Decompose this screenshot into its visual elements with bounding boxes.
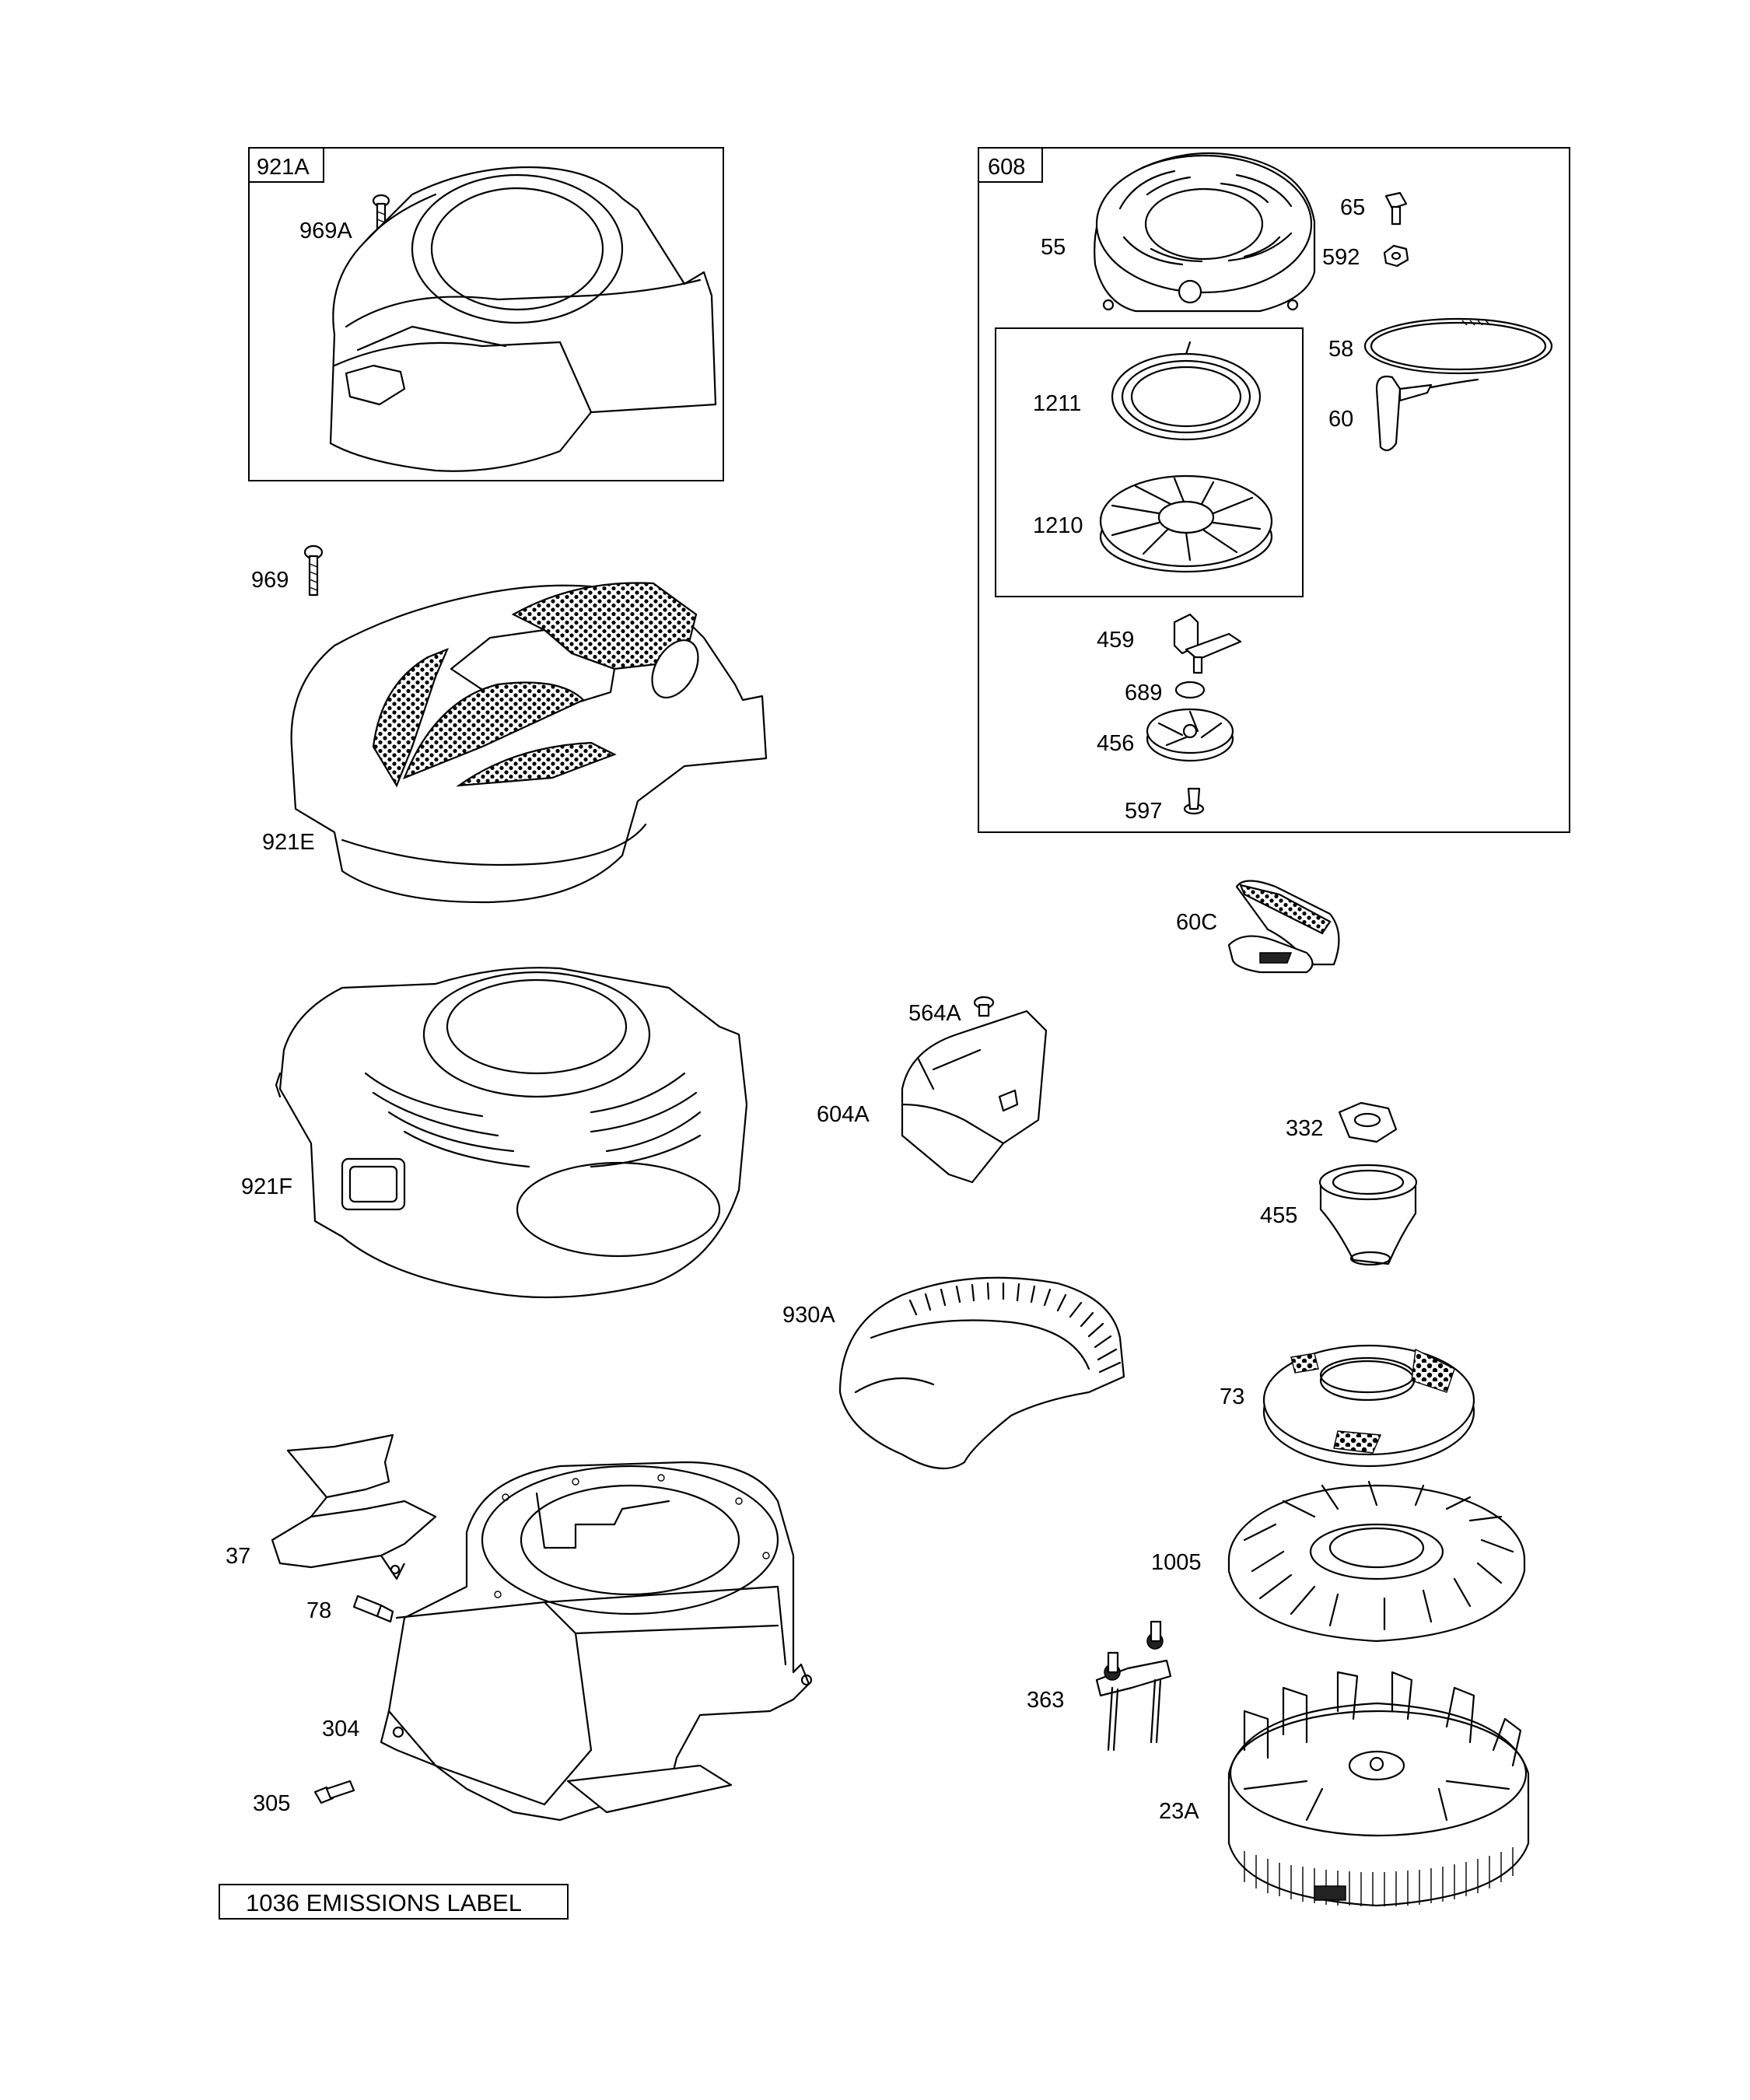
label-363: 363 [1027, 1688, 1064, 1713]
box-608: 608 [978, 147, 1570, 833]
retainer-456[interactable] [1146, 708, 1234, 762]
label-969A: 969A [299, 219, 352, 243]
fan-1005[interactable] [1227, 1480, 1526, 1643]
label-604A: 604A [817, 1102, 870, 1127]
bracket-363[interactable] [1095, 1620, 1172, 1752]
rope-58[interactable] [1363, 317, 1553, 375]
deflector-37[interactable] [271, 1433, 437, 1580]
bolt-65[interactable] [1384, 191, 1408, 226]
label-1211: 1211 [1033, 391, 1081, 416]
screw-597[interactable] [1183, 787, 1205, 815]
label-65: 65 [1340, 195, 1365, 220]
label-456: 456 [1097, 731, 1134, 756]
cup-455[interactable] [1318, 1164, 1418, 1266]
screen-930A[interactable] [838, 1276, 1125, 1470]
pawl-459[interactable] [1173, 613, 1242, 674]
handle-60C[interactable] [1227, 880, 1340, 974]
starter-housing-55[interactable] [1094, 152, 1316, 313]
emissions-label-box: 1036 EMISSIONS LABEL [219, 1884, 569, 1920]
label-921E: 921E [262, 830, 315, 855]
label-23A: 23A [1159, 1799, 1199, 1824]
label-592: 592 [1322, 245, 1360, 270]
box-label-608: 608 [988, 155, 1025, 180]
flywheel-23A[interactable] [1227, 1671, 1530, 1907]
label-37: 37 [226, 1544, 250, 1569]
label-930A: 930A [782, 1303, 835, 1328]
blower-housing-921F[interactable] [275, 967, 748, 1299]
emissions-label-text: 1036 EMISSIONS LABEL [246, 1889, 522, 1916]
fan-retainer-73[interactable] [1262, 1344, 1475, 1468]
screw-564A[interactable] [973, 996, 995, 1017]
label-597: 597 [1125, 799, 1162, 824]
nut-592[interactable] [1383, 244, 1409, 268]
label-564A: 564A [908, 1001, 961, 1026]
nut-332[interactable] [1338, 1101, 1398, 1143]
screw-78[interactable] [352, 1594, 394, 1623]
label-921F: 921F [241, 1174, 292, 1199]
label-304: 304 [322, 1717, 359, 1741]
blower-housing-304[interactable] [380, 1461, 813, 1822]
air-guide-604A[interactable] [901, 1010, 1048, 1184]
label-969: 969 [251, 568, 289, 593]
blower-housing-921A[interactable] [329, 166, 717, 472]
label-73: 73 [1220, 1384, 1244, 1409]
screw-305[interactable] [313, 1780, 355, 1804]
label-60C: 60C [1176, 910, 1217, 935]
label-305: 305 [253, 1791, 290, 1816]
label-58: 58 [1328, 337, 1353, 362]
label-459: 459 [1097, 628, 1134, 653]
label-55: 55 [1041, 235, 1066, 260]
pulley-1210[interactable] [1099, 474, 1273, 573]
label-1005: 1005 [1151, 1550, 1202, 1575]
label-78: 78 [306, 1598, 331, 1623]
screw-969[interactable] [303, 544, 324, 597]
box-label-921A: 921A [257, 155, 310, 180]
box-921A: 921A [248, 147, 724, 481]
label-1210: 1210 [1033, 513, 1083, 538]
label-60: 60 [1328, 407, 1353, 432]
clip-689[interactable] [1174, 681, 1206, 699]
spring-1211[interactable] [1111, 341, 1262, 441]
label-332: 332 [1286, 1116, 1323, 1141]
label-689: 689 [1125, 681, 1162, 705]
label-455: 455 [1260, 1203, 1297, 1228]
blower-housing-921E[interactable] [290, 582, 768, 904]
handle-60[interactable] [1375, 375, 1479, 452]
